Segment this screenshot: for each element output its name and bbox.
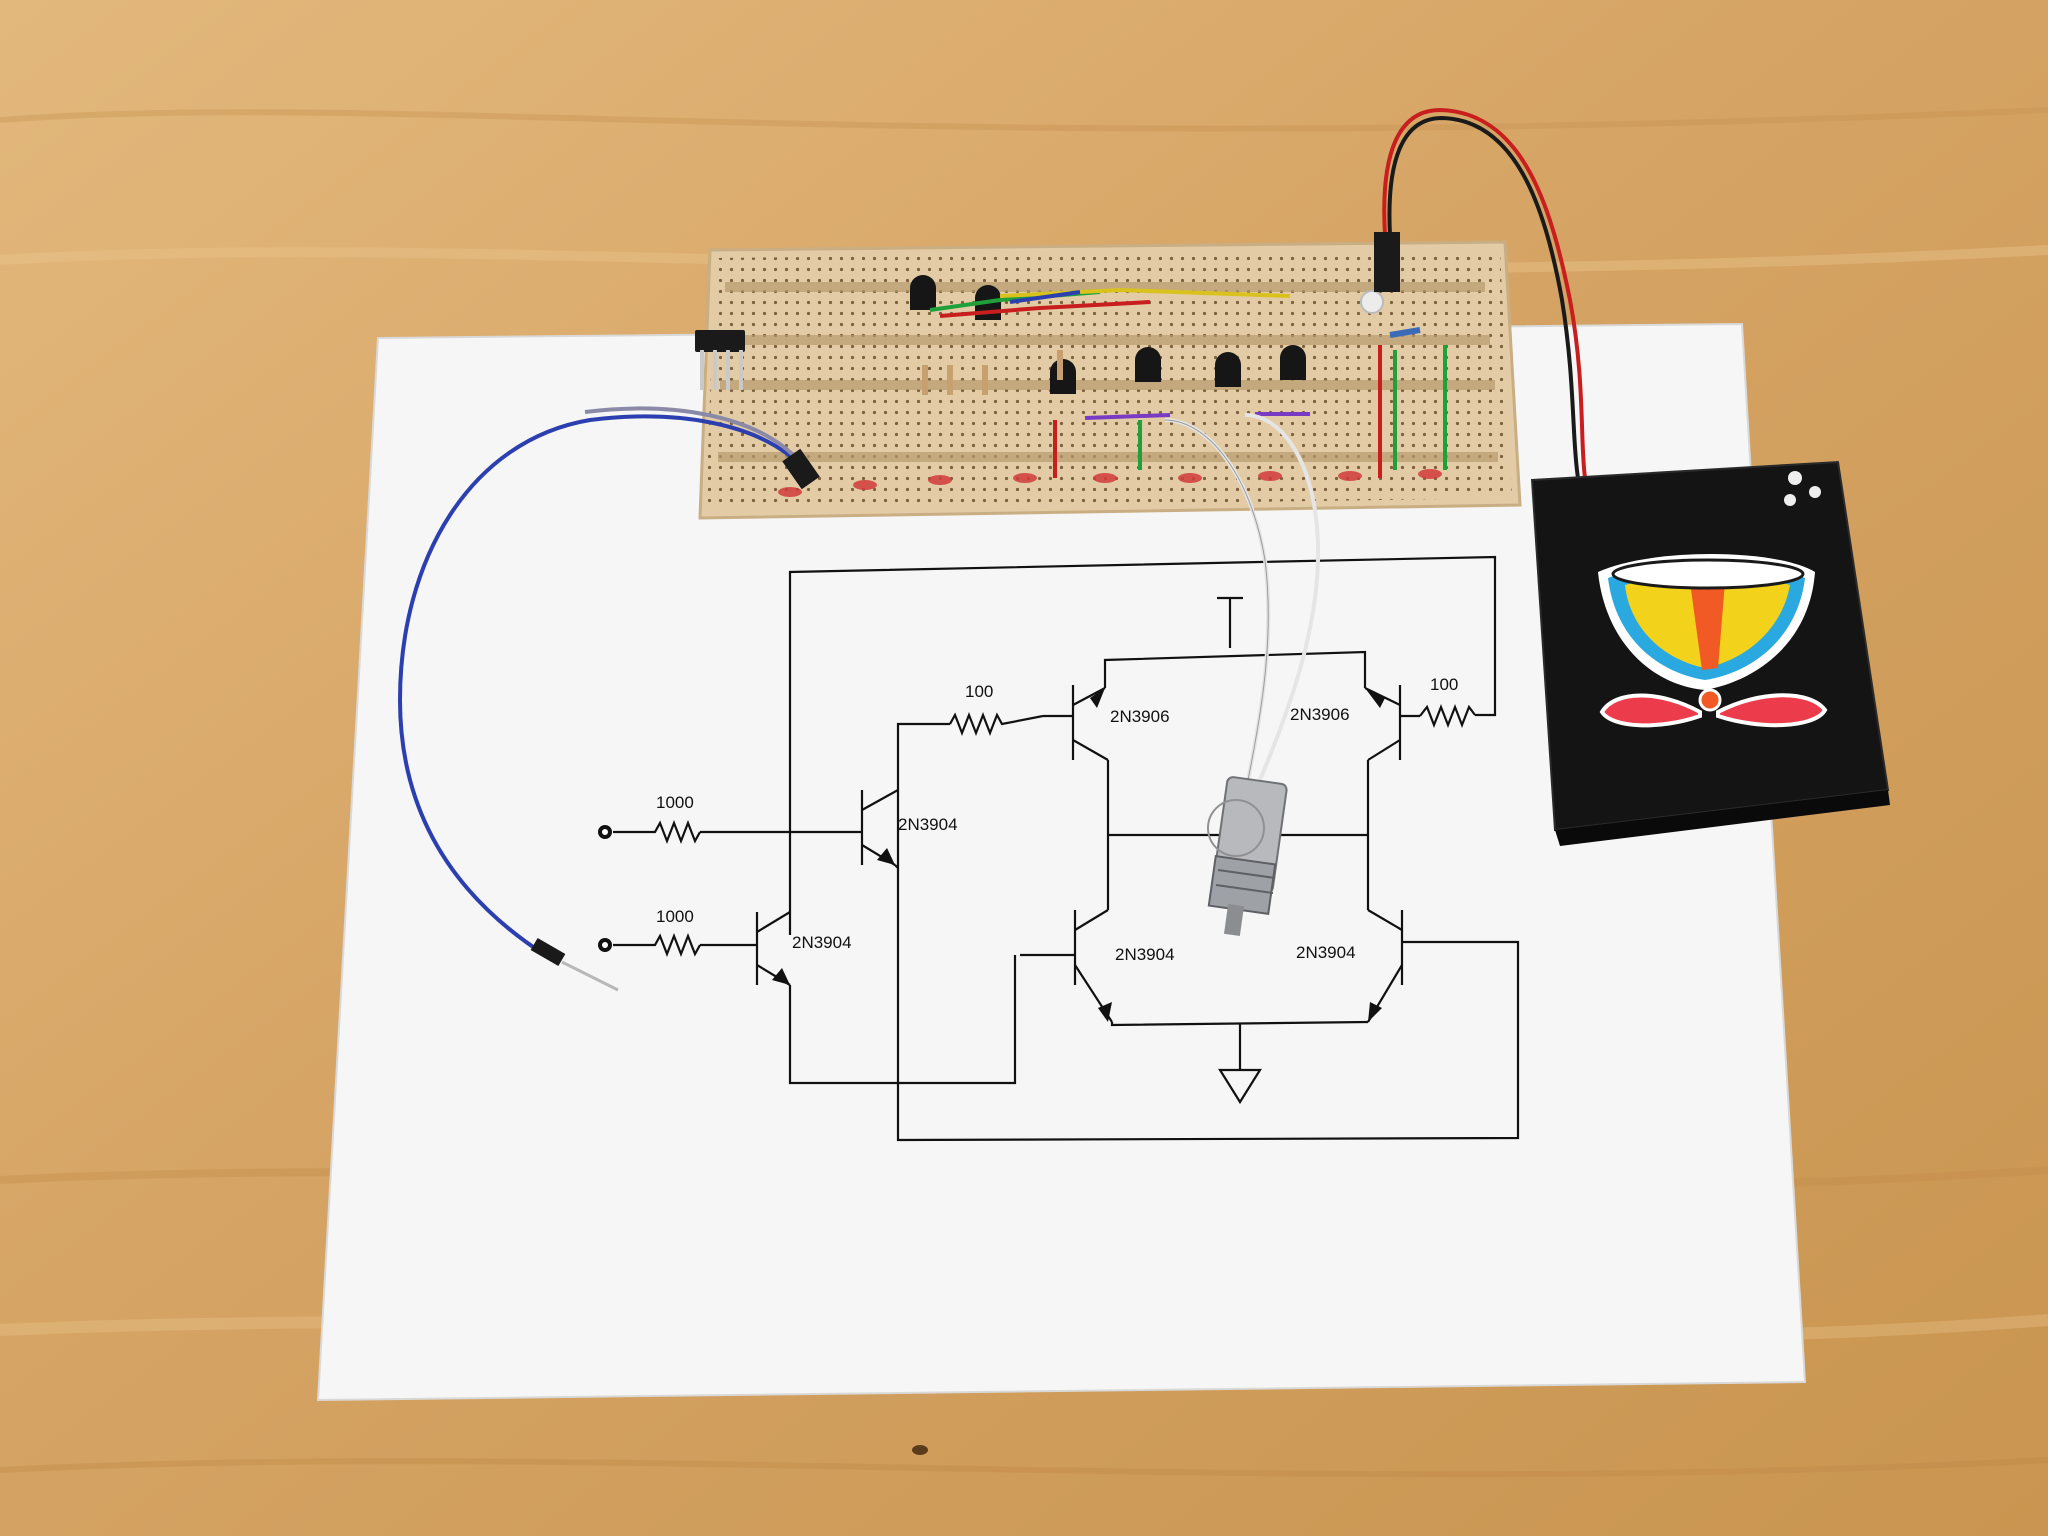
- transistor-label-high-left: 2N3906: [1110, 707, 1170, 726]
- transistor-label-low-right: 2N3904: [1296, 943, 1356, 962]
- h-bridge-schematic: [613, 555, 1520, 1142]
- schematic-labels: 1000 1000 100 100 2N3904 2N3904 2N3906 2…: [656, 675, 1458, 964]
- board-jumper-wires: [929, 287, 1447, 478]
- transistor-label-low-left: 2N3904: [1115, 945, 1175, 964]
- perfboard: [695, 240, 1522, 520]
- resistor-label-pnp-right: 100: [1430, 675, 1458, 694]
- solder-traces: [778, 469, 1442, 497]
- transistor-label-high-right: 2N3906: [1290, 705, 1350, 724]
- battery-box: [1530, 460, 1890, 846]
- transistor-label-pre-driver-2: 2N3904: [792, 933, 852, 952]
- cup-sticker-icon: [1598, 554, 1828, 728]
- probe-wire: [397, 406, 820, 992]
- transistor-label-pre-driver-1: 2N3904: [898, 815, 958, 834]
- motor-wires: [1164, 413, 1321, 781]
- battery-lead: [1374, 107, 1587, 479]
- led: [1360, 290, 1384, 314]
- resistor-label-base-1: 1000: [656, 793, 694, 812]
- resistor-label-base-2: 1000: [656, 907, 694, 926]
- resistor-label-pnp-left: 100: [965, 682, 993, 701]
- header-pins: [695, 330, 745, 390]
- board-resistors: [922, 327, 1421, 395]
- gear-motor: [1207, 776, 1288, 936]
- schematic-arrows-and-terminals: [598, 688, 1385, 1022]
